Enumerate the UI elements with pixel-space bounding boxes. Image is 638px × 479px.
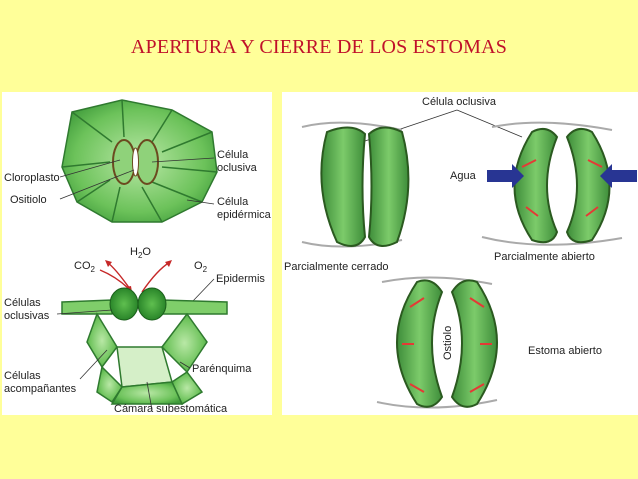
label-ostiolo: Ostiolo bbox=[442, 326, 454, 360]
label-celulas-oclusivas-line1: Células bbox=[4, 297, 41, 309]
label-parcialmente-abierto: Parcialmente abierto bbox=[494, 251, 595, 263]
label-parcialmente-cerrado: Parcialmente cerrado bbox=[284, 261, 389, 273]
stoma-partially-closed bbox=[302, 123, 408, 247]
stomata-epidermis-diagram: Cloroplasto Ositiolo Célula oclusiva Cél… bbox=[2, 92, 272, 415]
label-agua: Agua bbox=[450, 170, 477, 182]
page-title: APERTURA Y CIERRE DE LOS ESTOMAS bbox=[0, 36, 638, 59]
label-celula-oclusiva-line2: oclusiva bbox=[217, 162, 258, 174]
label-epidermis: Epidermis bbox=[216, 273, 265, 285]
label-celula-oclusiva: Célula oclusiva bbox=[422, 96, 497, 108]
stoma-partially-open bbox=[482, 123, 622, 245]
label-celula-epidermica-line1: Célula bbox=[217, 196, 249, 208]
label-cloroplasto: Cloroplasto bbox=[4, 172, 60, 184]
left-diagram-panel: Cloroplasto Ositiolo Célula oclusiva Cél… bbox=[2, 92, 272, 415]
stoma-open bbox=[377, 277, 497, 407]
label-celula-epidermica-line2: epidérmica bbox=[217, 209, 272, 221]
label-camara-subestomatica: Cámara subestomática bbox=[114, 403, 228, 415]
label-celulas-oclusivas-line2: oclusivas bbox=[4, 310, 50, 322]
label-h2o: H2O bbox=[130, 246, 151, 260]
water-inflow-arrows bbox=[487, 164, 637, 188]
stomata-opening-diagram: Célula oclusiva Parcialmente cerrado Agu… bbox=[282, 92, 638, 415]
label-ositiolo: Ositiolo bbox=[10, 194, 47, 206]
arrow-heads bbox=[105, 260, 172, 292]
guard-cells-cross-section bbox=[110, 288, 166, 320]
label-co2: CO2 bbox=[74, 260, 96, 274]
label-celulas-acompanantes-line1: Células bbox=[4, 370, 41, 382]
label-parenquima: Parénquima bbox=[192, 363, 252, 375]
right-diagram-panel: Célula oclusiva Parcialmente cerrado Agu… bbox=[282, 92, 638, 415]
label-celula-oclusiva-line1: Célula bbox=[217, 149, 249, 161]
label-o2: O2 bbox=[194, 260, 208, 274]
label-estoma-abierto: Estoma abierto bbox=[528, 345, 602, 357]
gas-exchange-arrows bbox=[100, 262, 170, 292]
label-celulas-acompanantes-line2: acompañantes bbox=[4, 383, 77, 395]
